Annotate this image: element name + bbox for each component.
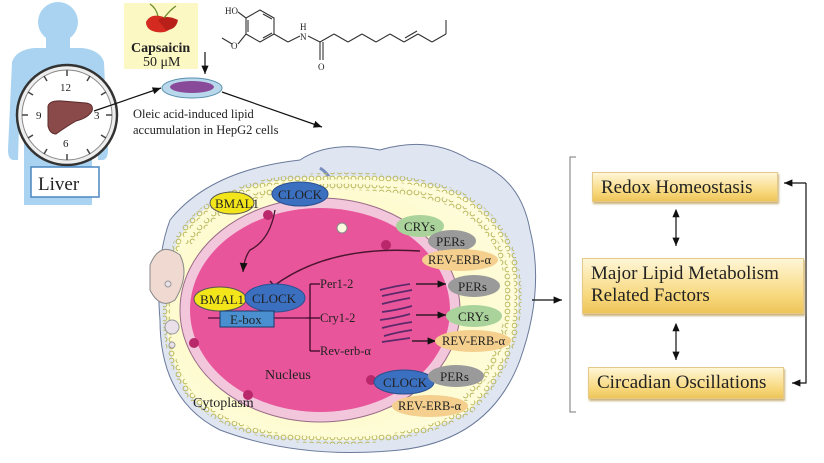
capsaicin-dose: 50 μM (143, 55, 181, 70)
product-pers-shape (448, 275, 500, 297)
inhibition-line (274, 249, 421, 286)
structure-ho: HO (225, 6, 238, 16)
gene-reverb: Rev-erb-α (320, 344, 371, 358)
capsaicin-structure (221, 9, 447, 60)
ebox-shape (219, 310, 275, 328)
clock-number-3: 3 (94, 110, 100, 122)
capsaicin-label: Capsaicin (131, 41, 190, 56)
structure-o-carbonyl: O (318, 62, 325, 72)
outcomes-bracket (569, 156, 576, 413)
mrna-strands (379, 283, 413, 343)
structure-o-methoxy: O (231, 41, 238, 51)
mitochondrion-icon (149, 248, 185, 304)
upper-pers-shape (428, 230, 476, 252)
cell-model-line2: accumulation in HepG2 cells (133, 123, 279, 137)
lower-clock-label: CLOCK (383, 375, 428, 390)
vesicle-icons (164, 280, 180, 349)
product-reverb-label: REV-ERB-α (442, 334, 505, 348)
product-reverb-shape (435, 330, 511, 352)
dish-to-cell-arrow (221, 91, 323, 128)
lipid-metabolism-box: Major Lipid Metabolism Related Factors (582, 258, 804, 314)
product-crys-shape (446, 305, 502, 327)
upper-reverb-shape (422, 249, 498, 271)
cell-model-line1: Oleic acid-induced lipid (133, 107, 255, 121)
clock-number-12: 12 (60, 82, 71, 94)
lower-reverb-shape (392, 395, 468, 417)
structure-n: N (300, 32, 307, 42)
cyto-clock-shape (271, 181, 329, 207)
upper-crys-label: CRYs (404, 219, 435, 234)
lipid-metabolism-line1: Major Lipid Metabolism (591, 263, 779, 284)
cytoplasm-label: Cytoplasm (193, 396, 254, 411)
upper-pers-label: PERs (436, 234, 465, 249)
gene-bracket (306, 283, 320, 352)
loop-to-circadian-arrow (792, 183, 807, 387)
lipid-metabolism-line2: Related Factors (591, 285, 710, 306)
structure-h: H (300, 22, 307, 32)
gene-per: Per1-2 (320, 277, 353, 291)
redox-homeostasis-label: Redox Homeostasis (601, 177, 753, 198)
petri-dish-icon (161, 77, 223, 99)
cyto-bmal1-label: BMAL1 (215, 196, 259, 211)
nuc-clock-label: CLOCK (252, 291, 297, 306)
cyto-clock-label: CLOCK (278, 187, 323, 202)
cyto-bmal1-shape (209, 191, 255, 215)
chili-pepper-icon (146, 3, 178, 33)
upper-reverb-label: REV-ERB-α (428, 253, 491, 267)
upper-crys-shape (396, 215, 444, 237)
circadian-oscillations-label: Circadian Oscillations (597, 372, 767, 393)
product-pers-label: PERs (458, 279, 487, 294)
clock-number-9: 9 (36, 110, 42, 122)
lower-pers-label: PERs (440, 369, 469, 384)
product-crys-label: CRYs (458, 309, 489, 324)
capsaicin-box (124, 3, 198, 69)
lower-reverb-label: REV-ERB-α (398, 399, 461, 413)
redox-homeostasis-box: Redox Homeostasis (592, 172, 778, 202)
nucleus-label: Nucleus (265, 368, 311, 383)
nuclear-pores (189, 210, 391, 400)
clock-number-6: 6 (63, 138, 69, 150)
liver-label-box (30, 166, 100, 198)
nucleus (190, 208, 450, 412)
gene-cry: Cry1-2 (320, 311, 355, 325)
er-beads-inner (185, 183, 512, 403)
liver-icon (47, 100, 93, 135)
liver-to-dish-arrow (93, 87, 162, 112)
er-beads (162, 172, 522, 445)
circadian-oscillations-box: Circadian Oscillations (588, 367, 784, 399)
nuc-bmal1-label: BMAL1 (200, 292, 244, 307)
ebox-label: E-box (230, 312, 262, 327)
clock-import-arrow (239, 209, 276, 273)
lower-pers-shape (428, 365, 484, 387)
nuc-clock-shape (244, 283, 306, 313)
liver-label: Liver (38, 174, 80, 195)
nuclear-vesicle (336, 222, 348, 234)
